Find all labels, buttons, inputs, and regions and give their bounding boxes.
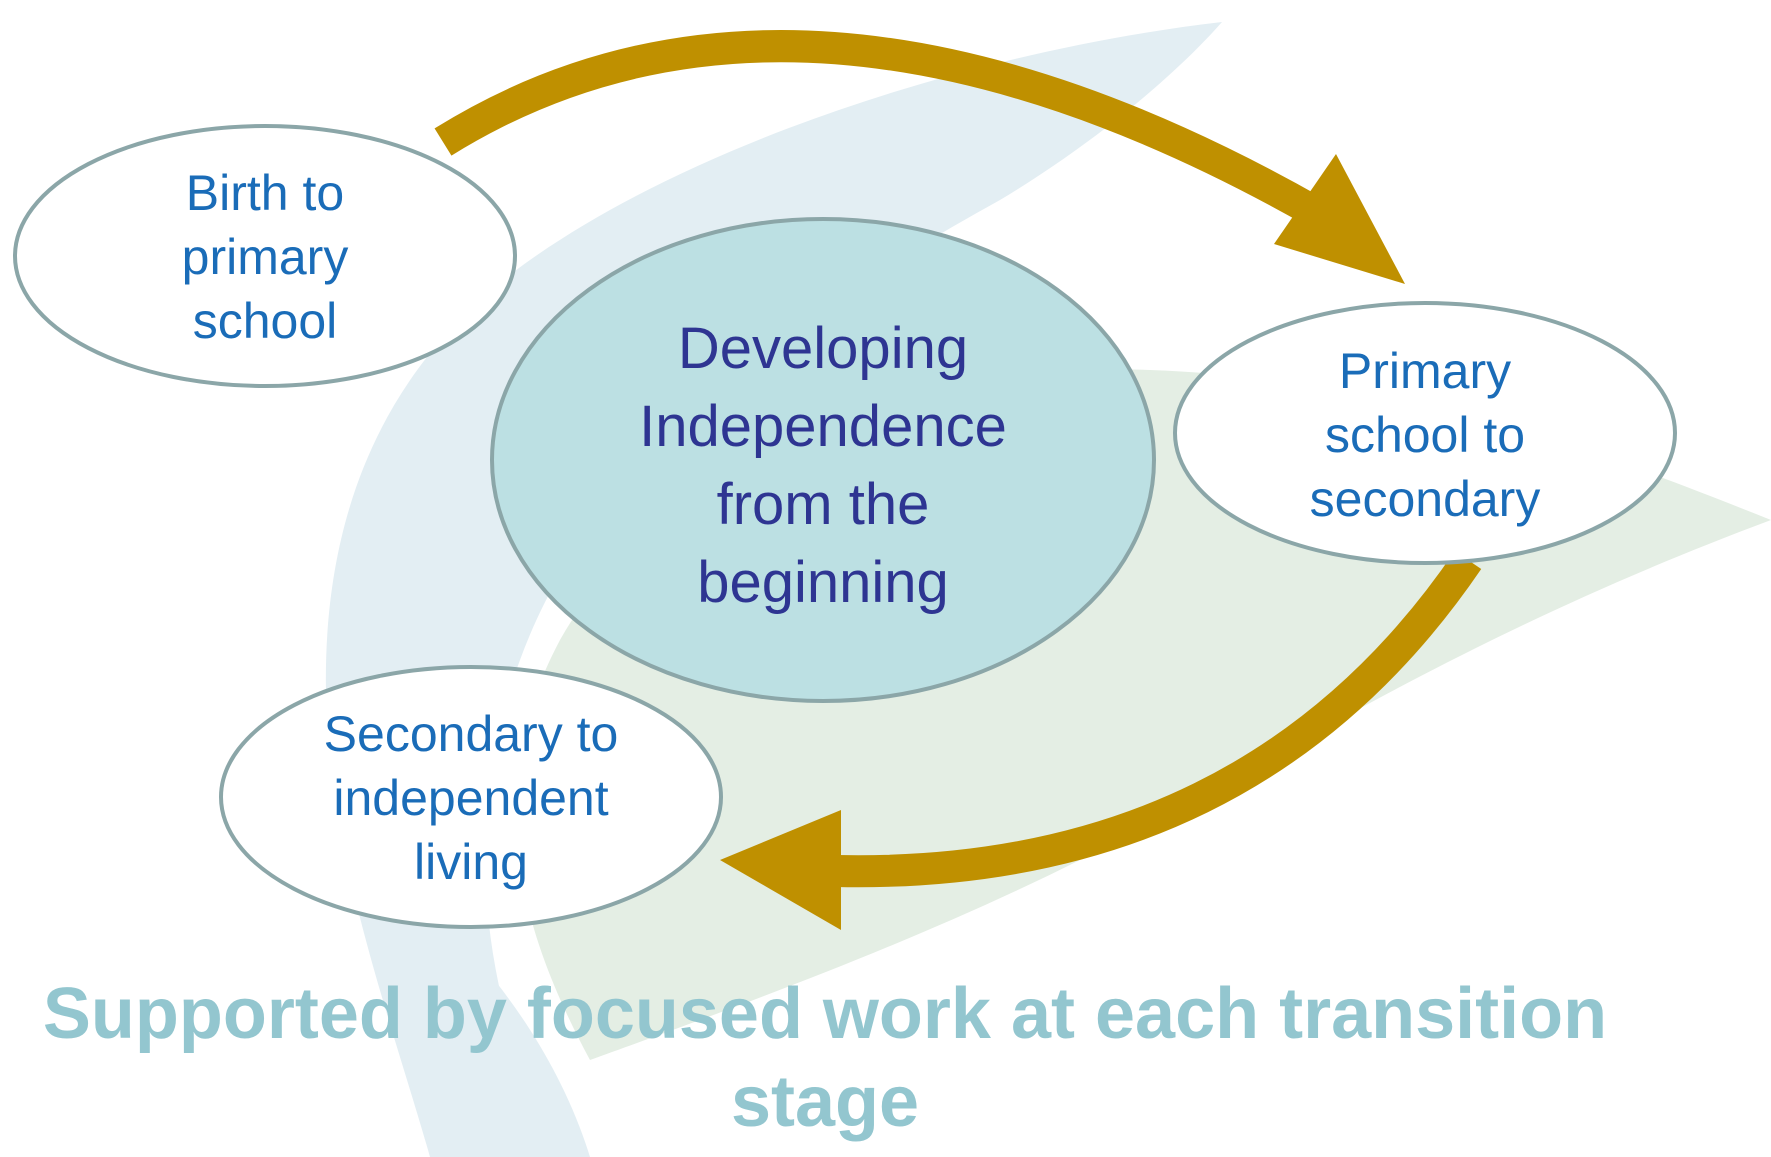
- footer-caption: Supported by focused work at each transi…: [0, 970, 1650, 1146]
- node-label-line: living: [414, 834, 528, 890]
- node-ellipse-primary-to-secondary: [1173, 301, 1677, 565]
- node-label-line: Primary: [1338, 343, 1512, 399]
- node-label-secondary-to-independent: Secondary to independent living: [271, 702, 671, 894]
- node-label-line: secondary: [1309, 471, 1541, 527]
- center-label-line: from the: [716, 472, 930, 537]
- node-label-line: school: [192, 293, 338, 349]
- background-leaf-blue-lower: [424, 930, 590, 1157]
- node-label-line: independent: [333, 770, 609, 826]
- node-label-line: school to: [1324, 407, 1526, 463]
- node-ellipse-birth-to-primary: [13, 124, 517, 388]
- node-label-birth-to-primary: Birth to primary school: [65, 161, 465, 353]
- background-leaf-blue: [325, 22, 1222, 1157]
- arrow-birth-to-primary: [434, 30, 1405, 284]
- center-label-line: Independence: [639, 394, 1007, 459]
- center-label-line: beginning: [697, 550, 949, 615]
- node-label-primary-to-secondary: Primary school to secondary: [1225, 339, 1625, 531]
- arrow-primary-to-secondary: [720, 550, 1482, 930]
- node-label-line: Birth to: [185, 165, 345, 221]
- center-ellipse: [490, 217, 1156, 703]
- node-label-line: Secondary to: [323, 706, 619, 762]
- footer-caption-line: stage: [730, 1062, 920, 1142]
- footer-caption-line: Supported by focused work at each transi…: [42, 974, 1608, 1054]
- center-label-line: Developing: [677, 316, 969, 381]
- center-label: Developing Independence from the beginni…: [523, 310, 1123, 622]
- node-label-line: primary: [181, 229, 349, 285]
- node-ellipse-secondary-to-independent: [219, 665, 723, 929]
